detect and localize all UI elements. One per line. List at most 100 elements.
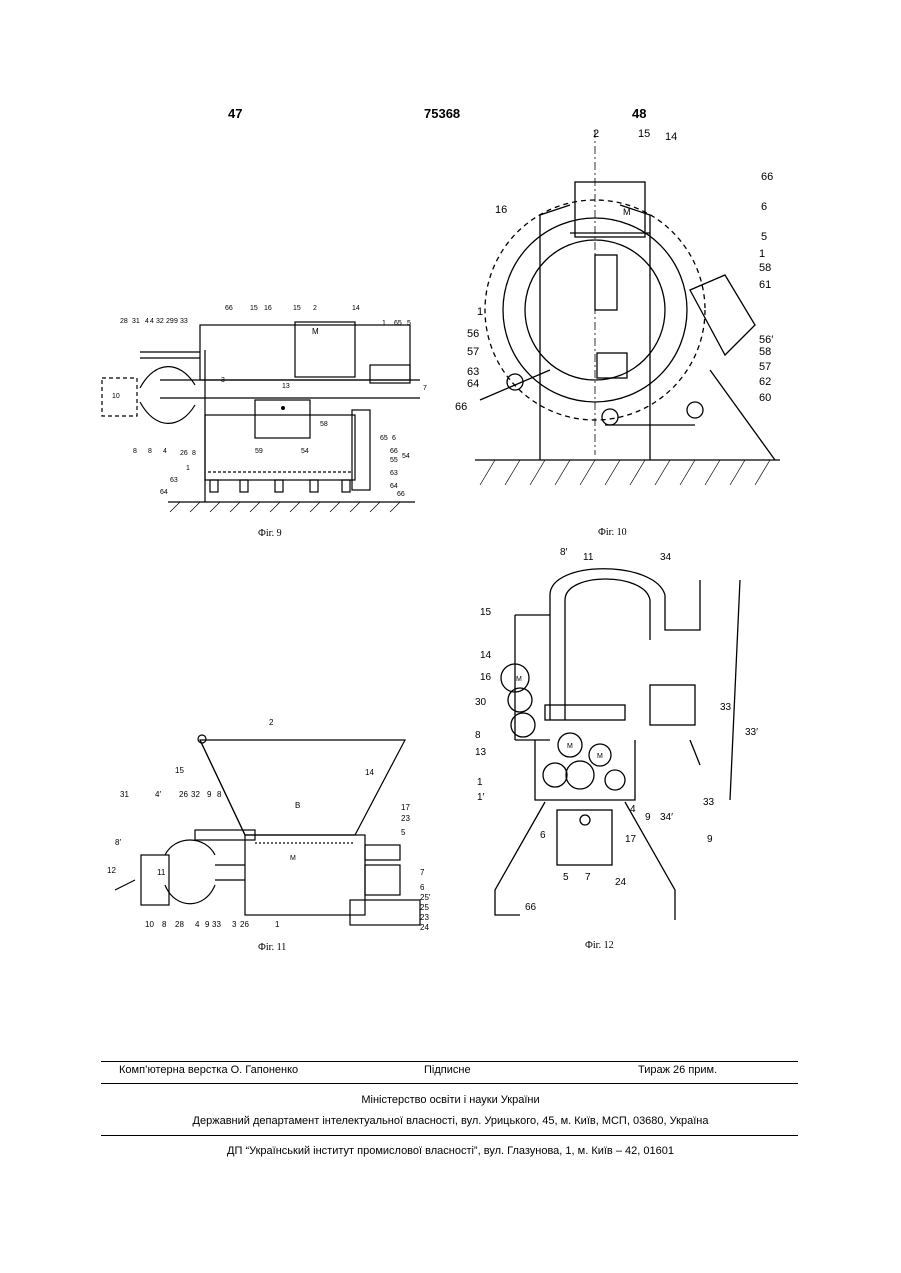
svg-text:8: 8 [475,730,481,741]
svg-text:24: 24 [615,877,627,888]
svg-text:9: 9 [205,920,210,929]
svg-text:9: 9 [207,790,212,799]
svg-text:24: 24 [420,923,429,932]
footer-rule [101,1083,798,1084]
svg-text:17: 17 [401,803,410,812]
left-page-number: 47 [228,106,242,121]
svg-text:64: 64 [160,489,168,496]
svg-text:15: 15 [250,305,258,312]
svg-text:60: 60 [759,392,771,404]
svg-text:61: 61 [759,279,771,291]
svg-text:B: B [295,801,300,810]
svg-text:34′: 34′ [660,812,673,823]
figure-11: M 21514B 1723531 4′26329 88′1211 108284 … [105,715,435,935]
svg-text:5: 5 [407,320,411,327]
svg-text:33′: 33′ [745,727,758,738]
figure-10-caption: Фіг. 10 [598,527,627,538]
svg-text:8: 8 [133,448,137,455]
svg-text:7: 7 [423,385,427,392]
svg-text:15: 15 [638,128,650,140]
svg-text:M: M [623,207,631,217]
svg-text:29: 29 [166,318,174,325]
svg-text:58: 58 [759,346,771,358]
svg-text:7: 7 [420,868,425,877]
svg-text:4: 4 [630,804,636,815]
svg-text:25: 25 [420,903,429,912]
svg-text:30: 30 [475,697,487,708]
svg-text:28: 28 [175,920,184,929]
svg-text:14: 14 [665,131,677,143]
svg-text:5: 5 [401,828,406,837]
svg-text:56: 56 [467,328,479,340]
svg-text:5: 5 [563,872,569,883]
svg-text:66: 66 [455,401,467,413]
svg-text:9: 9 [707,834,713,845]
svg-text:9: 9 [174,318,178,325]
svg-text:65: 65 [380,435,388,442]
svg-text:M: M [290,855,296,862]
svg-text:63: 63 [170,477,178,484]
svg-text:4: 4 [195,920,200,929]
svg-text:4: 4 [145,318,149,325]
svg-text:8: 8 [192,450,196,457]
svg-text:23: 23 [401,814,410,823]
svg-text:15: 15 [175,766,184,775]
svg-text:14: 14 [352,305,360,312]
svg-text:33: 33 [703,797,715,808]
figure-12-caption: Фіг. 12 [585,940,614,951]
svg-text:26: 26 [240,920,249,929]
figure-10: M 2151466 16651 5861156 5756′5857 636462… [455,125,785,495]
svg-text:66: 66 [390,448,398,455]
svg-text:57: 57 [467,346,479,358]
institute: ДП “Український інститут промислової вла… [0,1145,901,1157]
svg-text:16: 16 [480,672,492,683]
footer-top-rule [101,1061,798,1062]
svg-text:34: 34 [660,552,672,563]
svg-text:65: 65 [394,320,402,327]
svg-text:33: 33 [720,702,732,713]
svg-text:5: 5 [761,231,767,243]
svg-text:14: 14 [365,768,374,777]
svg-text:9: 9 [645,812,651,823]
svg-text:17: 17 [625,834,637,845]
svg-text:66: 66 [397,491,405,498]
svg-text:1′: 1′ [477,792,485,803]
svg-text:31: 31 [132,318,140,325]
svg-text:23: 23 [420,913,429,922]
svg-text:8: 8 [148,448,152,455]
figure-9-caption: Фіг. 9 [258,528,282,539]
svg-text:13: 13 [475,747,487,758]
svg-text:8: 8 [217,790,222,799]
ministry: Міністерство освіти і науки України [0,1094,901,1106]
svg-text:15: 15 [480,607,492,618]
svg-text:11: 11 [157,868,166,877]
svg-text:63: 63 [467,366,479,378]
svg-text:58: 58 [759,262,771,274]
svg-text:31: 31 [120,790,129,799]
svg-text:62: 62 [759,376,771,388]
svg-text:6: 6 [420,883,425,892]
svg-text:56′: 56′ [759,334,773,346]
svg-text:32: 32 [191,790,200,799]
svg-text:64: 64 [467,378,479,390]
department: Державний департамент інтелектуальної вл… [0,1115,901,1127]
svg-text:4: 4 [150,318,154,325]
svg-text:10: 10 [145,920,154,929]
svg-text:63: 63 [390,470,398,477]
figure-11-caption: Фіг. 11 [258,942,286,953]
svg-text:54: 54 [301,448,309,455]
svg-text:8: 8 [162,920,167,929]
svg-text:54: 54 [402,453,410,460]
svg-text:14: 14 [480,650,492,661]
svg-text:3: 3 [232,920,237,929]
figure-12: MMM 8′113415 1416308 1311′33 33′4934′ 33… [475,540,775,940]
svg-text:1: 1 [477,777,483,788]
svg-text:7: 7 [585,872,591,883]
svg-text:16: 16 [264,305,272,312]
svg-text:4′: 4′ [155,790,161,799]
svg-text:33: 33 [212,920,221,929]
svg-text:33: 33 [180,318,188,325]
patent-number: 75368 [424,106,460,121]
svg-text:8′: 8′ [115,838,121,847]
svg-text:32: 32 [156,318,164,325]
